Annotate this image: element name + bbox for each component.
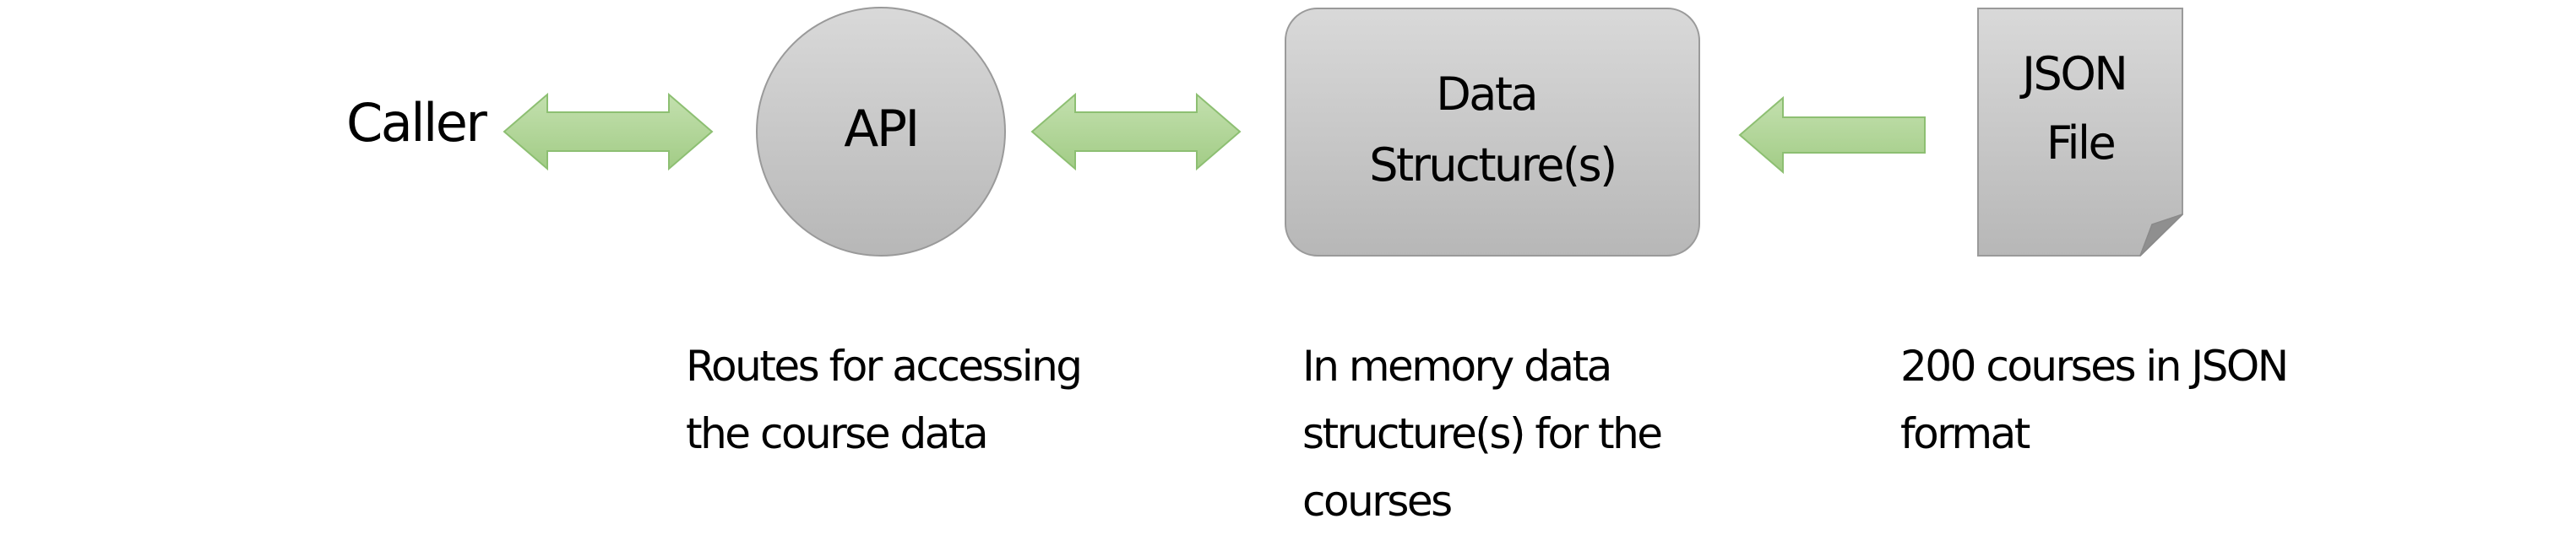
data-structures-node: Data Structure(s) <box>1285 8 1700 257</box>
api-caption-line-2: the course data <box>686 409 989 458</box>
json-file-caption: 200 courses in JSON format <box>1900 332 2289 467</box>
json-file-caption-line-1: 200 courses in JSON <box>1900 342 2289 391</box>
data-structures-label-line-1: Data <box>1436 68 1536 121</box>
json-file-node: JSON File <box>1977 8 2183 257</box>
api-caption-line-1: Routes for accessing <box>686 342 1083 391</box>
data-structures-caption-line-3: courses <box>1302 477 1453 526</box>
page-fold-corner <box>2139 213 2183 257</box>
api-node: API <box>756 7 1006 257</box>
json-file-caption-line-2: format <box>1900 409 2030 458</box>
data-structures-label: Data Structure(s) <box>1369 68 1615 192</box>
data-structures-box <box>1285 8 1700 257</box>
data-structures-caption: In memory data structure(s) for the cour… <box>1302 332 1663 535</box>
json-file-label: JSON File <box>2019 47 2139 170</box>
data-structures-label-line-2: Structure(s) <box>1369 138 1615 192</box>
api-data-double-arrow-icon <box>1030 92 1242 171</box>
api-circle <box>756 7 1006 257</box>
json-file-label-line-2: File <box>2046 116 2115 170</box>
data-structures-caption-line-1: In memory data <box>1302 342 1612 391</box>
api-label: API <box>844 100 917 159</box>
json-file-label-line-1: JSON <box>2019 47 2126 100</box>
api-caption: Routes for accessing the course data <box>686 332 1083 467</box>
caller-api-double-arrow-icon <box>503 92 714 171</box>
data-structures-caption-line-2: structure(s) for the <box>1302 409 1663 458</box>
caller-label: Caller <box>346 92 487 154</box>
json-to-data-left-arrow-icon <box>1738 95 1926 175</box>
